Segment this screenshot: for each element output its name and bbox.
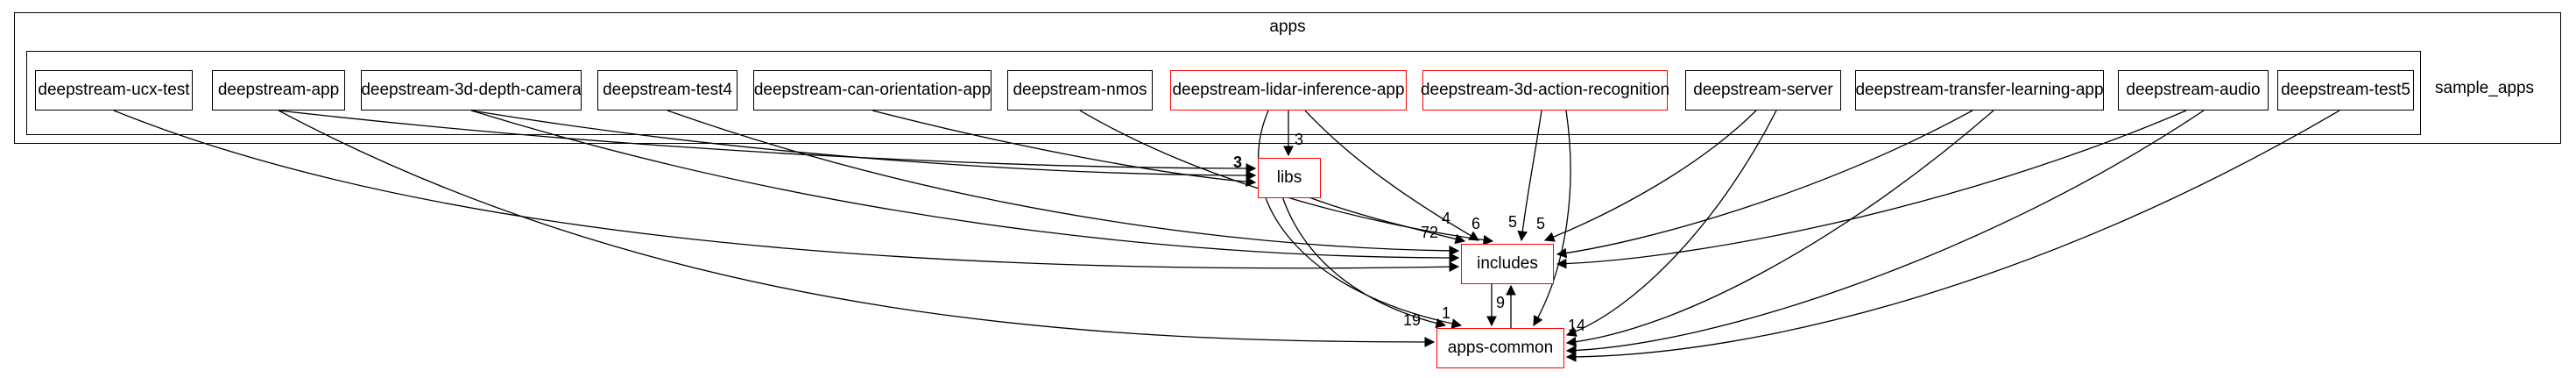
cluster-sample-apps-label: sample_apps bbox=[2435, 79, 2535, 97]
node-deepstream-test4[interactable]: deepstream-test4 bbox=[597, 70, 738, 111]
edge-deepstream-lidar-inference-app-to-apps-common bbox=[1258, 110, 1463, 329]
node-deepstream-transfer-learning-app[interactable]: deepstream-transfer-learning-app bbox=[1855, 70, 2104, 111]
edge-deepstream-ucx-test-to-includes bbox=[113, 110, 1460, 273]
edge-deepstream-audio-to-includes bbox=[1556, 110, 2187, 269]
node-deepstream-lidar-inference-app[interactable]: deepstream-lidar-inference-app bbox=[1170, 70, 1407, 111]
node-libs[interactable]: libs bbox=[1258, 158, 1321, 198]
edge-libs-to-apps-common bbox=[1281, 196, 1447, 329]
node-deepstream-audio[interactable]: deepstream-audio bbox=[2118, 70, 2269, 111]
node-deepstream-server[interactable]: deepstream-server bbox=[1685, 70, 1841, 111]
edge-label-server-includes: 5 bbox=[1536, 215, 1546, 232]
edge-label-libs-includes: 72 bbox=[1421, 224, 1439, 241]
edge-deepstream-app-to-libs bbox=[278, 110, 1257, 174]
node-includes[interactable]: includes bbox=[1461, 244, 1554, 284]
node-deepstream-test5[interactable]: deepstream-test5 bbox=[2277, 70, 2414, 111]
edge-label-apps-common-includes: 9 bbox=[1496, 294, 1506, 311]
edge-label-app-apps-common: 19 bbox=[1403, 311, 1422, 329]
node-deepstream-3d-depth-camera[interactable]: deepstream-3d-depth-camera bbox=[361, 70, 582, 111]
edge-libs-to-includes bbox=[1306, 196, 1466, 245]
node-deepstream-nmos[interactable]: deepstream-nmos bbox=[1007, 70, 1153, 111]
cluster-sample-apps-box bbox=[26, 51, 2421, 135]
edge-deepstream-server-to-apps-common bbox=[1565, 110, 1777, 337]
edge-deepstream-nmos-to-includes bbox=[1079, 110, 1494, 246]
edge-deepstream-lidar-inference-app-to-includes bbox=[1304, 110, 1480, 241]
edge-deepstream-can-orientation-app-to-libs bbox=[872, 110, 1257, 188]
cluster-apps-box bbox=[14, 12, 2561, 144]
edge-deepstream-audio-to-apps-common bbox=[1565, 110, 2205, 356]
edge-label-lidar-libs: 3 bbox=[1295, 131, 1304, 148]
edge-deepstream-app-to-apps-common bbox=[278, 110, 1436, 347]
cluster-apps-label: apps bbox=[1269, 18, 1306, 36]
node-deepstream-3d-action-recognition[interactable]: deepstream-3d-action-recognition bbox=[1421, 70, 1669, 111]
edge-deepstream-3d-action-recognition-to-includes bbox=[1517, 110, 1542, 242]
edge-deepstream-test5-to-apps-common bbox=[1565, 110, 2340, 362]
edge-label-app-libs: 3 bbox=[1233, 153, 1243, 171]
edge-deepstream-transfer-learning-app-to-apps-common bbox=[1565, 110, 1994, 347]
node-deepstream-ucx-test[interactable]: deepstream-ucx-test bbox=[35, 70, 193, 111]
node-apps-common[interactable]: apps-common bbox=[1436, 328, 1564, 368]
edge-label-action-includes: 5 bbox=[1508, 213, 1518, 231]
node-deepstream-app[interactable]: deepstream-app bbox=[212, 70, 345, 111]
edge-deepstream-test4-to-includes bbox=[667, 110, 1460, 256]
node-deepstream-can-orientation-app[interactable]: deepstream-can-orientation-app bbox=[753, 70, 992, 111]
edge-label-nmos-includes: 6 bbox=[1471, 215, 1481, 232]
edge-deepstream-3d-depth-camera-to-includes bbox=[470, 110, 1460, 263]
edge-deepstream-transfer-learning-app-to-includes bbox=[1556, 110, 1973, 259]
edge-label-lidar-includes: 4 bbox=[1442, 210, 1451, 227]
edge-deepstream-3d-depth-camera-to-libs bbox=[470, 110, 1257, 181]
edge-label-test5-apps-common: 14 bbox=[1568, 317, 1586, 334]
edge-deepstream-server-to-includes bbox=[1543, 110, 1757, 242]
edge-deepstream-3d-action-recognition-to-apps-common bbox=[1533, 110, 1571, 327]
edge-label-libs-apps-common: 1 bbox=[1442, 304, 1451, 322]
